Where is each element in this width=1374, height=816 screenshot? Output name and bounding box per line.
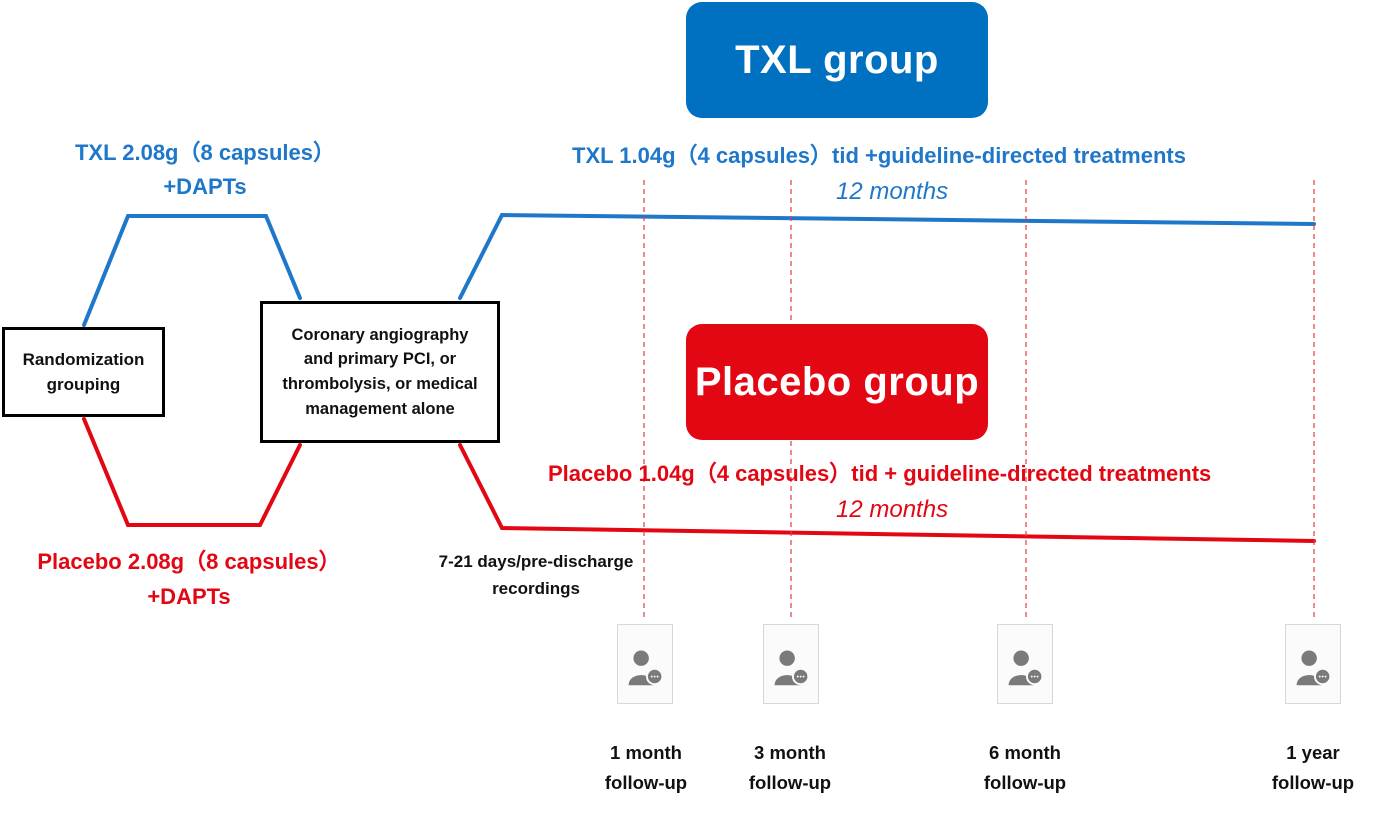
intervention-line-2: and primary PCI, or (303, 350, 457, 369)
followup-label-3m: 3 month follow-up (730, 738, 850, 797)
followup-1m-line-1: 1 month (610, 742, 682, 763)
followup-1y-line-2: follow-up (1271, 771, 1355, 793)
txl-loading-dose: TXL 2.08g（8 capsules） +DAPTs (40, 136, 370, 204)
person-chat-icon (1296, 650, 1332, 686)
person-chat-icon (774, 650, 810, 686)
intervention-line-3: thrombolysis, or medical (282, 375, 478, 393)
txl-maintenance-path (458, 212, 1316, 300)
followup-icon-6m (997, 624, 1053, 704)
intervention-line-1: Coronary angiography (291, 325, 469, 344)
followup-6m-line-2: follow-up (983, 771, 1067, 793)
placebo-group-title: Placebo group (686, 324, 988, 440)
txl-loading-line-1: TXL 2.08g（8 capsules） (74, 140, 336, 165)
person-chat-icon (1008, 650, 1044, 686)
txl-loading-path (82, 214, 302, 327)
placebo-loading-line-2: +DAPTs (147, 584, 231, 610)
txl-loading-line-2: +DAPTs (163, 174, 247, 200)
person-chat-icon (628, 650, 664, 686)
followup-icon-3m (763, 624, 819, 704)
randomization-box: Randomization grouping (2, 327, 165, 417)
placebo-loading-line-1: Placebo 2.08g（8 capsules） (37, 549, 341, 574)
placebo-loading-path (82, 417, 302, 527)
followup-3m-line-1: 3 month (754, 742, 826, 763)
randomization-label: Randomization grouping (22, 349, 145, 395)
placebo-loading-dose: Placebo 2.08g（8 capsules） +DAPTs (24, 544, 354, 614)
followup-label-6m: 6 month follow-up (965, 738, 1085, 797)
baseline-recording-label: 7-21 days/pre-discharge recordings (420, 548, 652, 602)
followup-icon-1y (1285, 624, 1341, 704)
followup-label-1y: 1 year follow-up (1253, 738, 1373, 797)
followup-icon-1m (617, 624, 673, 704)
followup-1y-line-1: 1 year (1286, 742, 1340, 763)
followup-label-1m: 1 month follow-up (586, 738, 706, 797)
txl-group-title: TXL group (686, 2, 988, 118)
intervention-box: Coronary angiography and primary PCI, or… (260, 301, 500, 443)
followup-3m-line-2: follow-up (748, 771, 832, 793)
followup-1m-line-2: follow-up (604, 771, 688, 793)
placebo-maintenance-regimen: Placebo 1.04g（4 capsules）tid + guideline… (548, 461, 1212, 486)
placebo-maintenance-path (458, 443, 1316, 543)
intervention-line-4: management alone (305, 399, 455, 418)
followup-6m-line-1: 6 month (989, 742, 1061, 763)
txl-maintenance-regimen: TXL 1.04g（4 capsules）tid +guideline-dire… (572, 143, 1186, 168)
txl-duration: 12 months (836, 178, 949, 205)
baseline-line-1: 7-21 days/pre-discharge (438, 552, 634, 571)
placebo-duration: 12 months (836, 496, 949, 523)
baseline-line-2: recordings (492, 579, 580, 599)
